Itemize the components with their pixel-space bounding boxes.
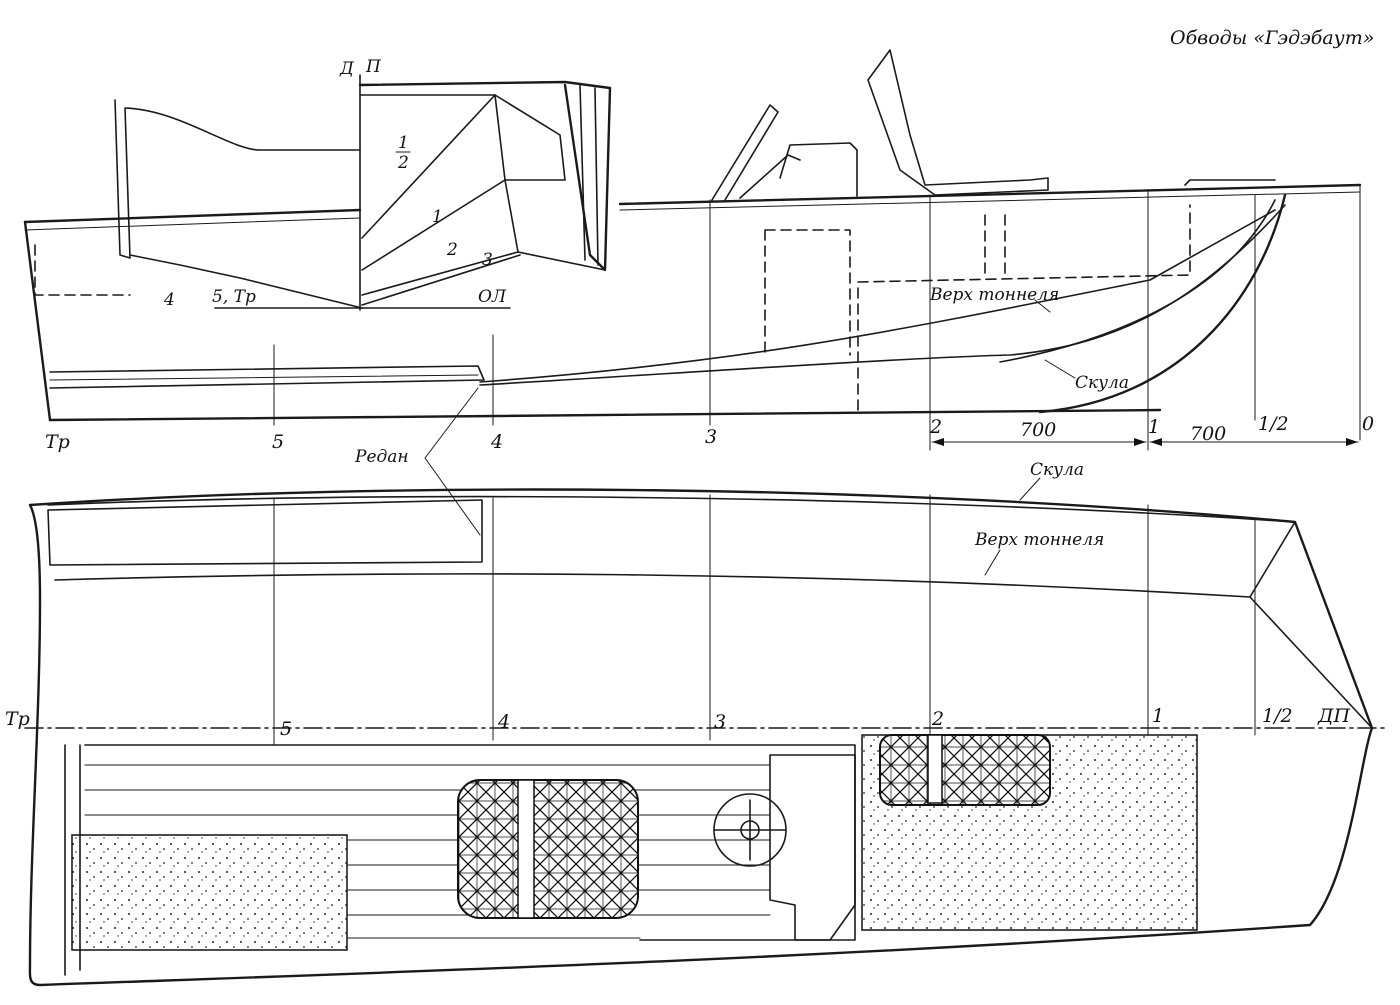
dashed-interior-aft [34, 244, 131, 296]
section-topside [494, 94, 566, 181]
plan-tunnel-leader [984, 549, 1001, 576]
hull-outline-plan [28, 488, 1374, 987]
tunnel-top-annotation: Верх тоннеля [929, 285, 1059, 305]
console-plan [769, 754, 856, 941]
station-label-4: 4 [490, 431, 503, 453]
keel-line [48, 408, 1162, 422]
station-label-half: 1/2 [1258, 413, 1289, 435]
axis-p: П [365, 57, 382, 77]
stem-outer [1038, 193, 1287, 414]
bow-plan-lines [1249, 521, 1373, 729]
dashed-console [764, 229, 851, 356]
sheer-line-fwd [618, 183, 1362, 206]
tunnel-top-leader [1034, 299, 1051, 313]
middle-seat-divider [517, 779, 535, 919]
section-1 [361, 94, 506, 271]
tunnel-top-plan [54, 573, 1251, 598]
plan-chine-leader [1019, 477, 1041, 501]
section-2 [361, 179, 519, 296]
transom-verticals [579, 84, 599, 266]
section-label-3: 3 [482, 250, 493, 270]
transom-line [23, 220, 52, 422]
step-annotation: Редан [354, 447, 409, 467]
fwd-seat [879, 734, 1051, 806]
plan-label-3: 3 [714, 711, 726, 733]
sheer-line-aft [23, 208, 362, 224]
sheer-inner-fwd [619, 191, 1361, 211]
aft-cushion [71, 834, 348, 951]
baseline-label: ОЛ [478, 287, 507, 307]
station-label-5: 5 [272, 431, 284, 453]
section-half [359, 94, 496, 239]
plan-label-4: 4 [497, 711, 510, 733]
frac-num: 1 [398, 133, 409, 153]
chine-plan [47, 495, 1296, 523]
console-profile [779, 142, 858, 197]
station-label-0: 0 [1362, 413, 1374, 435]
dashed-bench [857, 204, 1191, 411]
plan-label-tr: Тр [5, 708, 30, 730]
body-plan: Д П ОЛ 1 2 1 2 3 4 5, Тр [129, 57, 612, 311]
dimension-arrows [932, 438, 1358, 446]
plan-label-5: 5 [280, 718, 292, 740]
fwd-seat-divider [927, 734, 943, 804]
tunnel-top-line [479, 209, 1276, 383]
section-label-2: 2 [446, 240, 458, 260]
chine-leader [1044, 359, 1076, 379]
windshield [711, 104, 779, 201]
step-strake [49, 365, 485, 389]
steering-wheel-profile [739, 154, 801, 199]
plan-label-1: 1 [1152, 705, 1164, 727]
step-strake-inner [49, 374, 479, 381]
station-label-3: 3 [705, 426, 717, 448]
steering-wheel-icon [713, 793, 787, 867]
frac-den: 2 [397, 153, 409, 173]
section-outline [358, 80, 612, 272]
outboard-engine [114, 99, 361, 259]
plan-label-half: 1/2 [1262, 705, 1293, 727]
middle-seat [457, 779, 639, 919]
chine-annotation: Скула [1075, 373, 1129, 393]
stem-inner [999, 199, 1276, 363]
station-label-tr: Тр [45, 431, 70, 453]
section-label-4: 4 [163, 290, 175, 310]
section-3 [361, 251, 606, 306]
seat-profile [867, 49, 1049, 196]
section-label-1: 1 [432, 207, 443, 227]
section-4 [129, 254, 363, 309]
plan-label-dp: ДП [1317, 705, 1350, 727]
bow-deck [1184, 179, 1276, 186]
steering-spokes [714, 799, 786, 861]
plan-label-2: 2 [931, 708, 944, 730]
axis-d: Д [339, 59, 355, 79]
step-box [47, 499, 483, 566]
station-label-1: 1 [1148, 416, 1160, 438]
plan-tunnel-annotation: Верх тоннеля [974, 530, 1104, 550]
profile-view: 700 700 Тр 5 4 3 2 1 1/2 0 Верх тоннеля … [23, 49, 1374, 536]
plan-view: Тр 5 4 3 2 1 1/2 ДП Скула Верх тоннеля [5, 460, 1386, 987]
sheer-inner-aft [24, 217, 361, 231]
plan-chine-annotation: Скула [1030, 460, 1084, 480]
step-leaders [424, 387, 481, 536]
dimension-2-1: 700 [1020, 419, 1056, 441]
section-label-5-tr: 5, Тр [212, 287, 256, 307]
chine-line [479, 204, 1286, 386]
station-label-2: 2 [929, 416, 942, 438]
dimension-1-half: 700 [1190, 423, 1226, 445]
dashed-seat-post [984, 214, 1006, 276]
drawing-title: Обводы «Гэдэбаут» [1170, 27, 1374, 49]
